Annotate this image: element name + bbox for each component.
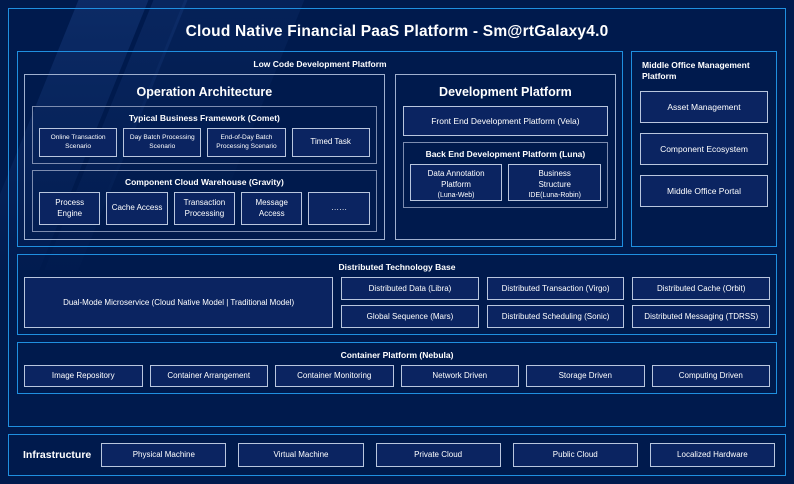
- dtb-column-2: Distributed Transaction (Virgo) Distribu…: [486, 276, 625, 328]
- chip-virtual-machine[interactable]: Virtual Machine: [238, 442, 364, 467]
- back-end-items: Data Annotation Platform (Luna-Web) Busi…: [409, 164, 602, 201]
- front-end-development-platform[interactable]: Front End Development Platform (Vela): [402, 106, 608, 136]
- component-cloud-warehouse-title: Component Cloud Warehouse (Gravity): [124, 177, 284, 188]
- platform-frame: Cloud Native Financial PaaS Platform - S…: [8, 8, 786, 427]
- chip-distributed-data[interactable]: Distributed Data (Libra): [341, 276, 479, 300]
- distributed-technology-base: Distributed Technology Base Dual-Mode Mi…: [17, 253, 777, 335]
- development-platform-title: Development Platform: [439, 85, 572, 99]
- chip-transaction-processing[interactable]: Transaction Processing: [173, 192, 236, 225]
- chip-distributed-messaging[interactable]: Distributed Messaging (TDRSS): [632, 304, 771, 328]
- chip-business-structure-ide[interactable]: Business Structure IDE(Luna-Robin): [508, 164, 602, 201]
- chip-global-sequence[interactable]: Global Sequence (Mars): [341, 304, 479, 328]
- typical-business-framework-title: Typical Business Framework (Comet): [128, 113, 280, 123]
- chip-data-annotation-platform[interactable]: Data Annotation Platform (Luna-Web): [409, 164, 503, 201]
- back-end-development-platform-title: Back End Development Platform (Luna): [425, 149, 586, 159]
- chip-process-engine[interactable]: Process Engine: [39, 192, 101, 225]
- chip-component-ecosystem[interactable]: Component Ecosystem: [640, 132, 768, 165]
- chip-localized-hardware[interactable]: Localized Hardware: [649, 442, 775, 467]
- container-platform: Container Platform (Nebula) Image Reposi…: [17, 341, 777, 395]
- dtb-column-1: Distributed Data (Libra) Global Sequence…: [341, 276, 479, 328]
- chip-day-batch-processing-scenario[interactable]: Day Batch Processing Scenario: [123, 128, 202, 158]
- chip-storage-driven[interactable]: Storage Driven: [526, 364, 645, 388]
- chip-public-cloud[interactable]: Public Cloud: [512, 442, 638, 467]
- low-code-columns: Operation Architecture Typical Business …: [24, 74, 616, 240]
- operation-architecture-panel: Operation Architecture Typical Business …: [24, 74, 385, 240]
- development-platform-panel: Development Platform Front End Developme…: [394, 74, 616, 240]
- data-annotation-line2: Platform: [441, 179, 471, 189]
- container-platform-items: Image Repository Container Arrangement C…: [24, 364, 770, 388]
- typical-business-framework-items: Online Transaction Scenario Day Batch Pr…: [39, 128, 370, 158]
- chip-more-ellipsis[interactable]: ……: [308, 192, 370, 225]
- back-end-development-platform-group: Back End Development Platform (Luna) Dat…: [402, 142, 608, 208]
- chip-physical-machine[interactable]: Physical Machine: [101, 442, 227, 467]
- infrastructure-label: Infrastructure: [23, 448, 92, 461]
- chip-asset-management[interactable]: Asset Management: [640, 90, 768, 123]
- data-annotation-line1: Data Annotation: [427, 169, 485, 178]
- business-structure-line2: Structure: [538, 179, 571, 189]
- operation-architecture-title: Operation Architecture: [136, 85, 273, 99]
- middle-office-management-platform: Middle Office Management Platform Asset …: [631, 51, 777, 247]
- middle-office-title: Middle Office Management Platform: [642, 60, 750, 82]
- chip-computing-driven[interactable]: Computing Driven: [651, 364, 770, 388]
- chip-network-driven[interactable]: Network Driven: [400, 364, 519, 388]
- business-structure-line3: IDE(Luna-Robin): [528, 191, 581, 199]
- distributed-technology-base-title: Distributed Technology Base: [338, 261, 456, 272]
- distributed-technology-base-body: Dual-Mode Microservice (Cloud Native Mod…: [24, 276, 771, 328]
- chip-container-arrangement[interactable]: Container Arrangement: [149, 364, 268, 388]
- chip-message-access[interactable]: Message Access: [241, 192, 303, 225]
- data-annotation-line3: (Luna-Web): [437, 191, 475, 199]
- chip-image-repository[interactable]: Image Repository: [24, 364, 143, 388]
- chip-distributed-transaction[interactable]: Distributed Transaction (Virgo): [486, 276, 625, 300]
- chip-private-cloud[interactable]: Private Cloud: [375, 442, 501, 467]
- typical-business-framework-group: Typical Business Framework (Comet) Onlin…: [32, 106, 377, 165]
- chip-container-monitoring[interactable]: Container Monitoring: [275, 364, 394, 388]
- chip-timed-task[interactable]: Timed Task: [291, 128, 370, 158]
- container-platform-title: Container Platform (Nebula): [340, 349, 454, 360]
- component-cloud-warehouse-items: Process Engine Cache Access Transaction …: [39, 192, 370, 225]
- business-structure-line1: Business: [538, 169, 571, 178]
- chip-end-of-day-batch-processing-scenario[interactable]: End-of-Day Batch Processing Scenario: [207, 128, 286, 158]
- chip-distributed-cache[interactable]: Distributed Cache (Orbit): [632, 276, 771, 300]
- chip-dual-mode-microservice[interactable]: Dual-Mode Microservice (Cloud Native Mod…: [24, 276, 334, 328]
- top-row: Low Code Development Platform Operation …: [17, 51, 777, 247]
- chip-online-transaction-scenario[interactable]: Online Transaction Scenario: [39, 128, 118, 158]
- chip-middle-office-portal[interactable]: Middle Office Portal: [640, 174, 768, 207]
- infrastructure-row: Infrastructure Physical Machine Virtual …: [8, 433, 786, 476]
- low-code-development-platform: Low Code Development Platform Operation …: [17, 51, 623, 247]
- dtb-column-3: Distributed Cache (Orbit) Distributed Me…: [632, 276, 771, 328]
- infrastructure-items: Physical Machine Virtual Machine Private…: [101, 442, 775, 467]
- chip-distributed-scheduling[interactable]: Distributed Scheduling (Sonic): [486, 304, 625, 328]
- low-code-title: Low Code Development Platform: [253, 59, 387, 69]
- page-title: Cloud Native Financial PaaS Platform - S…: [185, 23, 609, 40]
- component-cloud-warehouse-group: Component Cloud Warehouse (Gravity) Proc…: [32, 170, 377, 232]
- chip-cache-access[interactable]: Cache Access: [106, 192, 168, 225]
